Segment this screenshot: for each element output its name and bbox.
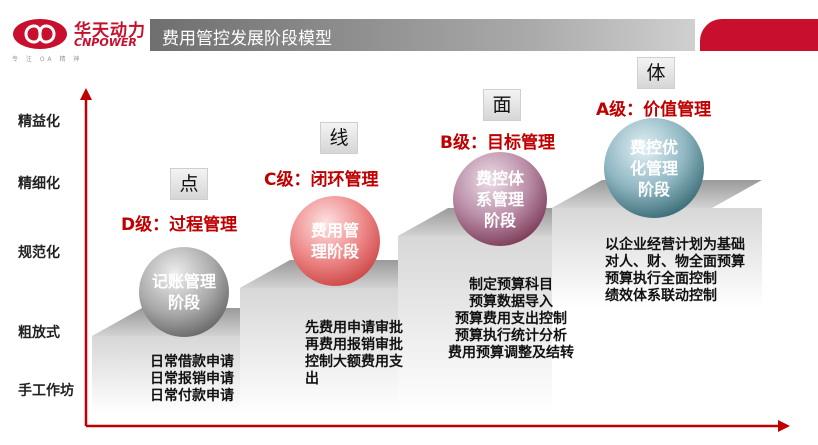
stage-d-grade: D级：过程管理 xyxy=(121,215,238,235)
brand-logo: 华天动力 CNPOWER 专 注 OA 精 神 xyxy=(8,14,148,64)
y-label-workshop: 手工作坊 xyxy=(18,383,74,399)
stage-d-item: 日常报销申请 xyxy=(150,371,234,387)
stage-c-item: 控制大额费用支 xyxy=(305,354,403,370)
stage-a-item: 对人、财、物全面预算 xyxy=(605,254,745,270)
brand-name-en: CNPOWER xyxy=(74,36,137,49)
infinity-logo-icon xyxy=(13,19,67,49)
y-axis-arrow-icon xyxy=(80,88,92,100)
x-axis-arrow-icon xyxy=(778,420,790,432)
stage-d-item: 日常借款申请 xyxy=(150,354,234,370)
stage-d-circle: 记账管理 阶段 xyxy=(139,247,229,337)
stage-a-item: 绩效体系联动控制 xyxy=(605,288,717,304)
stage-b-item: 费用预算调整及结转 xyxy=(448,345,574,361)
brand-slogan: 专 注 OA 精 神 xyxy=(12,56,83,63)
stage-b-items: 制定预算科目 预算数据导入 预算费用支出控制 预算执行统计分析 费用预算调整及结… xyxy=(448,277,574,362)
y-label-refined: 精细化 xyxy=(18,176,60,192)
stage-d-item: 日常付款申请 xyxy=(150,388,234,404)
stage-a-items: 以企业经营计划为基础 对人、财、物全面预算 预算执行全面控制 绩效体系联动控制 xyxy=(605,237,745,305)
stage-c-dimension-box: 线 xyxy=(320,122,358,154)
y-label-extensive: 粗放式 xyxy=(18,325,60,341)
step-4-face xyxy=(552,208,762,308)
brand-name-cn: 华天动力 xyxy=(74,21,146,41)
stage-c-circle-label: 费用管 理阶段 xyxy=(310,221,359,261)
stage-a-circle-label: 费控优 化管理 阶段 xyxy=(629,137,678,199)
stage-c-items: 先费用申请审批 再费用报销审批 控制大额费用支 出 xyxy=(305,320,403,388)
step-2-face xyxy=(240,288,398,414)
stage-a-grade: A级：价值管理 xyxy=(596,100,712,120)
stage-a-item: 以企业经营计划为基础 xyxy=(605,237,745,253)
stage-b-circle: 费控体 系管理 阶段 xyxy=(453,152,547,246)
y-label-lean: 精益化 xyxy=(18,114,60,130)
stage-c-item: 先费用申请审批 xyxy=(305,320,403,336)
stage-b-circle-label: 费控体 系管理 阶段 xyxy=(475,168,524,230)
stage-a-item: 预算执行全面控制 xyxy=(605,271,717,287)
stage-c-item: 再费用报销审批 xyxy=(305,337,403,353)
stage-d-circle-label: 记账管理 阶段 xyxy=(151,272,216,312)
stage-b-item: 预算费用支出控制 xyxy=(455,311,567,327)
stage-c-grade: C级：闭环管理 xyxy=(264,170,379,190)
stage-a-dimension-box: 体 xyxy=(637,57,675,89)
stage-b-item: 预算数据导入 xyxy=(469,294,553,310)
title-accent-block xyxy=(700,19,818,51)
stage-d-items: 日常借款申请 日常报销申请 日常付款申请 xyxy=(150,354,234,405)
y-label-standardized: 规范化 xyxy=(18,245,60,261)
stage-b-item: 预算执行统计分析 xyxy=(455,328,567,344)
stage-b-item: 制定预算科目 xyxy=(469,277,553,293)
stage-b-dimension-box: 面 xyxy=(483,89,521,121)
stage-c-circle: 费用管 理阶段 xyxy=(290,196,380,286)
page-title: 费用管控发展阶段模型 xyxy=(162,29,332,49)
page-title-bar: 费用管控发展阶段模型 xyxy=(150,19,695,51)
stage-c-item: 出 xyxy=(305,371,319,387)
stage-b-grade: B级：目标管理 xyxy=(440,133,555,153)
stage-d-dimension-box: 点 xyxy=(170,168,208,200)
step-1-face xyxy=(92,336,240,414)
stage-a-circle: 费控优 化管理 阶段 xyxy=(604,118,704,218)
step-3-face xyxy=(398,236,552,414)
